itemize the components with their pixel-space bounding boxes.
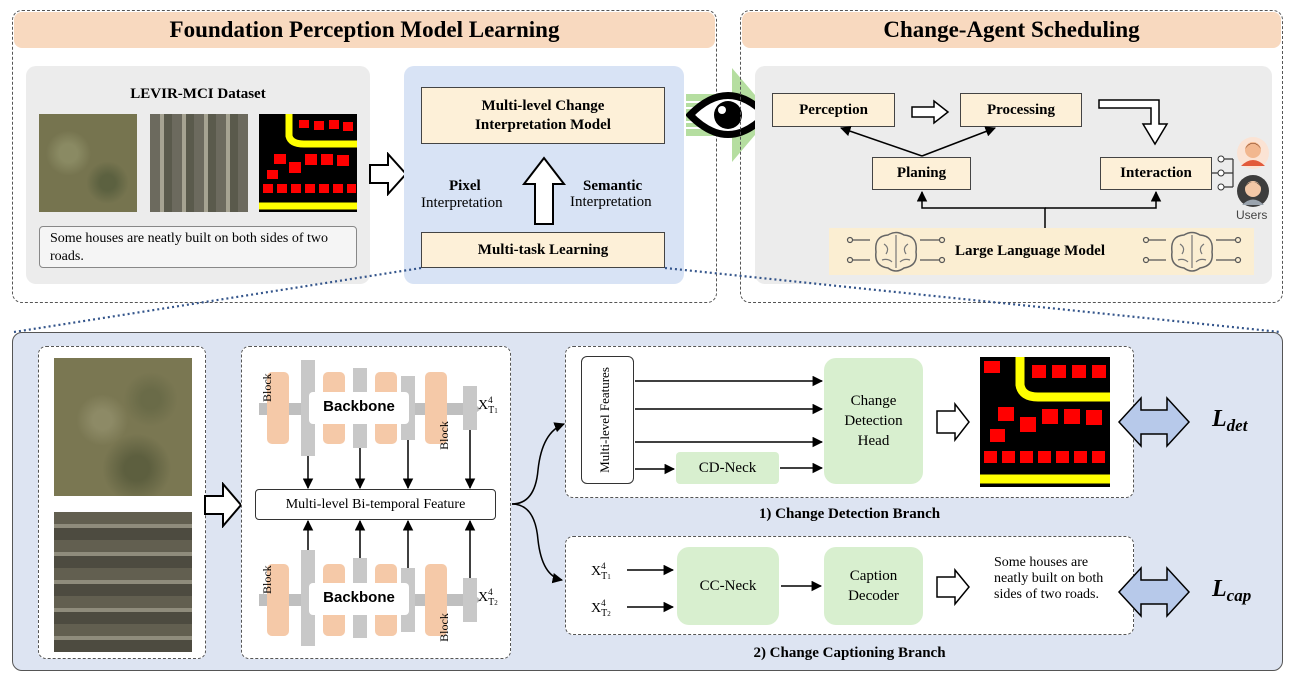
dataset-caption: Some houses are neatly built on both sid… (39, 226, 357, 268)
loss-det-label: Ldet (1212, 406, 1248, 435)
interaction-box: Interaction (1100, 157, 1212, 190)
cc-arrows (627, 564, 970, 613)
caption-decoder-box: Caption Decoder (824, 547, 923, 625)
agent-connectors (840, 126, 1234, 228)
brain-left-icon (846, 231, 946, 272)
foundation-panel (12, 10, 717, 303)
input-image-t2 (54, 512, 192, 652)
image-t1 (39, 114, 137, 212)
llm-label: Large Language Model (955, 243, 1105, 259)
multi-level-features-box (581, 356, 634, 484)
backbone-label-top: Backbone (323, 398, 395, 415)
semantic-label: Semantic (583, 178, 643, 194)
foundation-title: Foundation Perception Model Learning (14, 12, 715, 48)
loss-cap-label: Lcap (1212, 576, 1252, 605)
change-map-top (259, 114, 357, 212)
cd-head-box: Change Detection Head (824, 358, 923, 484)
arrow-up-hollow (521, 156, 567, 225)
cc-neck-box: CC-Neck (677, 547, 779, 625)
change-map-output (980, 357, 1110, 487)
pixel-sub: Interpretation (421, 195, 503, 211)
cd-branch-title: 1) Change Detection Branch (758, 506, 941, 522)
users-label: Users (1236, 208, 1268, 222)
dataset-title: LEVIR-MCI Dataset (130, 86, 266, 102)
processing-box: Processing (960, 93, 1082, 127)
user-male-icon (1237, 175, 1269, 207)
image-t2 (150, 114, 248, 212)
cc-branch-title: 2) Change Captioning Branch (753, 645, 946, 661)
planing-box: Planing (872, 157, 971, 190)
double-arrow-cap (1117, 566, 1191, 618)
cd-neck-box: CD-Neck (676, 452, 779, 484)
mtl-box: Multi-task Learning (421, 232, 665, 268)
mci-model-box: Multi-level Change Interpretation Model (421, 87, 665, 144)
semantic-sub: Interpretation (570, 194, 652, 210)
scheduling-title: Change-Agent Scheduling (742, 12, 1281, 48)
user-female-icon (1237, 137, 1269, 169)
double-arrow-det (1117, 396, 1191, 448)
arrow-perception-processing (911, 99, 950, 125)
brain-right-icon (1142, 231, 1242, 272)
caption-output: Some houses are neatly built on both sid… (994, 555, 1104, 602)
cd-arrows (635, 375, 970, 475)
arrow-processing-interaction (1098, 99, 1169, 146)
backbone-label-bottom: Backbone (323, 589, 395, 606)
arrow-input-feature (204, 482, 243, 528)
backbone-diagram (259, 360, 481, 646)
perception-box: Perception (772, 93, 895, 127)
input-image-t1 (54, 358, 192, 496)
arrow-right-hollow (369, 152, 408, 196)
bitemporal-feature-box: Multi-level Bi-temporal Feature (255, 489, 496, 520)
scheduling-panel (740, 10, 1283, 303)
pixel-label: Pixel (449, 178, 481, 194)
